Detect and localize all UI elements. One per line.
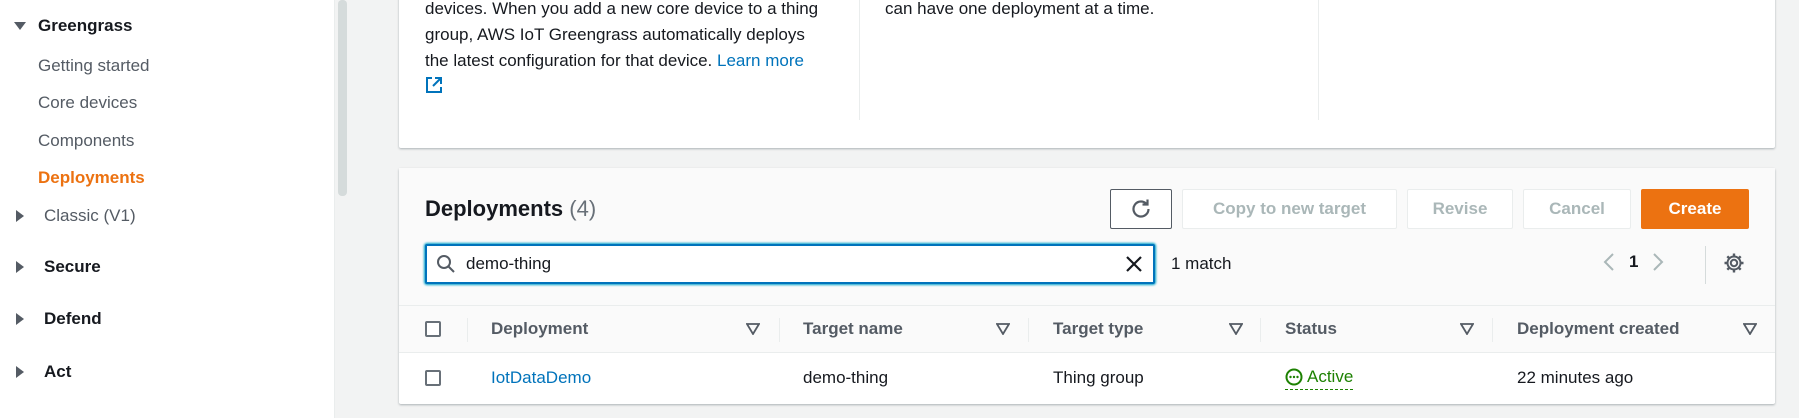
sidebar: Greengrass Getting started Core devices … <box>0 0 335 418</box>
revise-button[interactable]: Revise <box>1407 189 1513 229</box>
search-icon <box>437 255 455 273</box>
sidebar-group-label: Secure <box>44 257 101 276</box>
row-select-cell <box>425 353 441 403</box>
info-line: the latest configuration for that device… <box>425 48 855 74</box>
caret-right-icon <box>16 313 24 325</box>
status-text: Active <box>1307 366 1354 386</box>
target-name-cell: demo-thing <box>803 368 889 387</box>
page-number[interactable]: 1 <box>1629 252 1639 271</box>
target-type-cell: Thing group <box>1053 368 1144 387</box>
learn-more-link[interactable]: Learn more <box>717 51 804 70</box>
pager-divider <box>1705 246 1706 284</box>
sidebar-item-label: Classic (V1) <box>44 206 136 225</box>
column-header-status[interactable]: Status <box>1285 319 1337 338</box>
sidebar-group-label: Act <box>44 362 72 381</box>
column-divider <box>1318 0 1319 120</box>
info-line: can have one deployment at a time. <box>885 0 1155 18</box>
sidebar-scrollbar[interactable] <box>338 0 347 196</box>
chevron-right-icon[interactable] <box>1652 252 1664 272</box>
sort-icon[interactable] <box>1743 323 1757 335</box>
status-badge[interactable]: Active <box>1285 366 1354 390</box>
deployments-title: Deployments (4) <box>425 196 596 222</box>
table-row: IotDataDemo demo-thing Thing group Activ… <box>399 353 1775 403</box>
match-count: 1 match <box>1171 254 1232 273</box>
column-divider <box>859 0 860 120</box>
caret-down-icon <box>14 22 26 30</box>
column-header-deployment-created[interactable]: Deployment created <box>1517 319 1680 338</box>
info-line-text: the latest configuration for that device… <box>425 51 718 70</box>
sort-icon[interactable] <box>1229 323 1243 335</box>
deployments-header: Deployments (4) Copy to new target Revis… <box>399 168 1775 305</box>
info-text-column-2: can have one deployment at a time. <box>885 0 1154 22</box>
column-divider <box>779 318 780 342</box>
caret-right-icon <box>16 366 24 378</box>
column-divider <box>467 318 468 342</box>
column-header-target-name[interactable]: Target name <box>803 319 903 338</box>
status-cell: Active <box>1285 353 1354 403</box>
info-text-column: devices. When you add a new core device … <box>425 0 855 94</box>
column-divider <box>1492 318 1493 342</box>
search-input-value[interactable]: demo-thing <box>466 254 552 273</box>
close-icon[interactable] <box>1125 255 1143 273</box>
deployment-link[interactable]: IotDataDemo <box>491 368 592 387</box>
copy-to-new-target-button[interactable]: Copy to new target <box>1182 189 1397 229</box>
sidebar-group-label: Defend <box>44 309 102 328</box>
deployments-title-text: Deployments <box>425 196 564 221</box>
sidebar-group-secure[interactable]: Secure <box>14 257 101 277</box>
column-header-target-type[interactable]: Target type <box>1053 319 1144 338</box>
sidebar-item-deployments[interactable]: Deployments <box>38 168 145 187</box>
caret-right-icon <box>16 261 24 273</box>
sidebar-group-greengrass[interactable]: Greengrass <box>14 16 133 36</box>
info-line: group, AWS IoT Greengrass automatically … <box>425 25 805 44</box>
select-all-cell <box>425 306 441 352</box>
column-divider <box>1260 318 1261 342</box>
table-header-row: Deployment Target name Target type Statu… <box>399 305 1775 353</box>
deployments-panel: Deployments (4) Copy to new target Revis… <box>399 168 1775 404</box>
sidebar-item-components[interactable]: Components <box>38 131 135 150</box>
deployments-count: (4) <box>569 196 597 221</box>
column-divider <box>1028 318 1029 342</box>
deployment-created-cell: 22 minutes ago <box>1517 368 1634 387</box>
sidebar-item-classic[interactable]: Classic (V1) <box>14 206 136 226</box>
gear-icon[interactable] <box>1723 252 1745 274</box>
column-header-deployment[interactable]: Deployment <box>491 319 589 338</box>
status-active-icon <box>1285 368 1303 385</box>
info-panel: devices. When you add a new core device … <box>399 0 1775 148</box>
search-input[interactable]: demo-thing <box>425 244 1155 284</box>
info-line: devices. When you add a new core device … <box>425 0 819 18</box>
chevron-left-icon[interactable] <box>1603 252 1615 272</box>
sort-icon[interactable] <box>1460 323 1474 335</box>
sidebar-group-act[interactable]: Act <box>14 362 71 382</box>
external-link-icon[interactable] <box>425 76 443 94</box>
sort-icon[interactable] <box>996 323 1010 335</box>
pagination: 1 <box>1603 252 1664 272</box>
caret-right-icon <box>16 210 24 222</box>
refresh-icon <box>1132 199 1150 218</box>
create-button[interactable]: Create <box>1641 189 1749 229</box>
sidebar-item-core-devices[interactable]: Core devices <box>38 93 138 112</box>
sidebar-item-getting-started[interactable]: Getting started <box>38 56 150 75</box>
select-all-checkbox[interactable] <box>425 321 441 337</box>
cancel-button[interactable]: Cancel <box>1523 189 1631 229</box>
sort-icon[interactable] <box>746 323 760 335</box>
sidebar-group-defend[interactable]: Defend <box>14 309 102 329</box>
row-checkbox[interactable] <box>425 370 441 386</box>
sidebar-group-label: Greengrass <box>38 16 133 35</box>
refresh-button[interactable] <box>1110 189 1172 229</box>
